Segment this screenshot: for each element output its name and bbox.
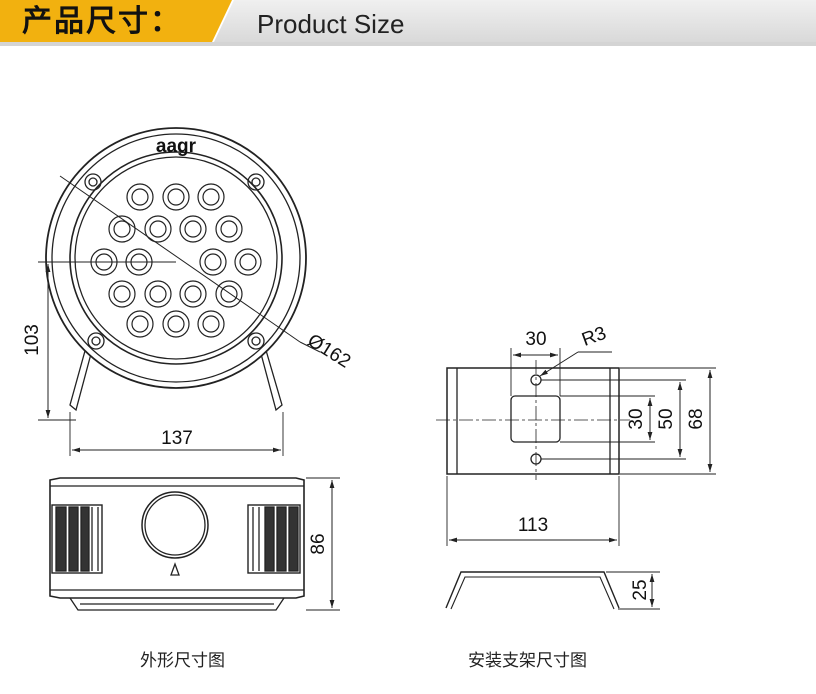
dim-label-plate-width: 113 [518,515,548,536]
dim-label-plate-height: 68 [686,408,707,429]
center-slot [510,395,561,443]
bracket-plate [446,367,620,475]
center-knob [141,491,209,559]
housing-outer-ring [45,127,307,389]
screw-set [84,173,265,350]
dim-label-hole-spacing-x: 30 [525,329,546,350]
dim-label-depth: 86 [308,533,329,554]
dim-label-height: 103 [22,324,43,356]
bracket-side-view [445,571,660,610]
radius-leader [539,351,579,377]
bracket-profile-outer [445,571,620,609]
page-title-cn: 产品尺寸： [22,4,182,39]
bracket-leg-left [69,339,93,412]
housing-inner-ring [51,133,301,383]
body-outline [49,477,305,599]
lens-plate [69,151,283,365]
dim-label-hole-spacing-y: 30 [626,408,647,429]
page-header: 产品尺寸： Product Size [0,0,816,48]
page-title-en: Product Size [257,9,405,39]
brand-logo: aagr [156,136,197,157]
cooling-fins-left [51,504,103,574]
header-gray-bar [214,0,816,42]
bracket-top-view [436,348,716,546]
dim-label-radius: R3 [579,323,609,351]
side-view [49,477,340,611]
diameter-leader [59,175,301,343]
caption-outline-drawing: 外形尺寸图 [140,651,225,671]
arrow-mark-icon [170,562,180,576]
dim-label-bracket-height: 25 [630,579,651,600]
front-view [38,127,321,456]
bracket-leg-right [259,339,283,412]
cooling-fins-right [247,504,301,574]
base-flange [69,597,285,611]
led-lens-array [90,183,262,338]
header-underline [0,42,816,46]
dim-label-slot: 50 [656,408,677,429]
dim-label-width: 137 [161,428,193,449]
header-accent-bar [0,0,232,42]
dim-label-diameter: Ø162 [304,330,355,372]
lens-plate-inner [74,156,278,360]
caption-bracket-drawing: 安装支架尺寸图 [468,651,587,671]
bracket-profile-inner [450,576,615,610]
